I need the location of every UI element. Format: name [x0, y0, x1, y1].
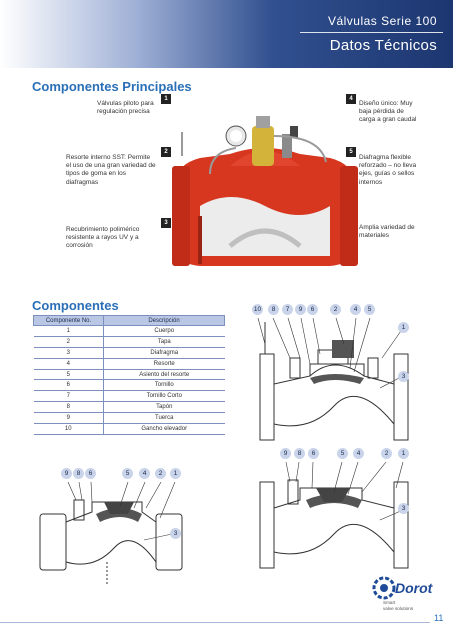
drawing-top-label: 9 — [295, 304, 306, 315]
table-cell: Resorte — [103, 358, 225, 370]
table-cell: Tapón — [103, 401, 225, 414]
table-cell: 9 — [33, 412, 104, 425]
table-cell: 7 — [33, 390, 104, 403]
drawing-bottom-right-label: 5 — [337, 448, 348, 459]
drawing-top-label: 1 — [398, 322, 409, 333]
callout-5-text: Diafragma flexible reforzado – no lleva … — [359, 154, 417, 186]
drawing-bottom-left-label: 6 — [85, 468, 96, 479]
page-number: 11 — [434, 613, 444, 623]
series-title: Válvulas Serie 100 — [327, 14, 437, 28]
drawing-top-label: 10 — [252, 304, 263, 315]
table-cell: Tornillo Corto — [103, 390, 225, 403]
drawing-bottom-left-label: 1 — [170, 468, 181, 479]
drawing-bottom-right-label: 3 — [398, 503, 409, 514]
table-cell: Tuerca — [103, 412, 225, 425]
brand-tagline-line-2: valve solutions — [383, 605, 414, 611]
callout-4-badge: 4 — [346, 94, 356, 104]
header-divider — [300, 32, 443, 33]
page-title: Datos Técnicos — [329, 37, 437, 54]
table-cell: 5 — [33, 369, 104, 381]
drawing-bottom-left-label: 4 — [139, 468, 150, 479]
table-cell: Asiento del resorte — [103, 369, 225, 381]
drawing-top-label: 3 — [398, 371, 409, 382]
table-header-row: Componente No. Descripción — [33, 315, 225, 326]
valve-cutaway-illustration — [172, 116, 358, 266]
brand-name: Dorot — [395, 580, 433, 596]
section-title-main-components: Componentes Principales — [32, 79, 192, 94]
drawing-bottom-left-label: 5 — [122, 468, 133, 479]
drawing-bottom-right-label: 9 — [280, 448, 291, 459]
valve-section-drawing-bottom-left — [39, 481, 183, 584]
table-cell: Tornillo — [103, 379, 225, 392]
section-title-components: Componentes — [32, 298, 119, 313]
callout-2-badge: 2 — [161, 147, 171, 157]
brand-tagline-line-1: Smart — [383, 600, 396, 605]
drawing-top-label: 5 — [364, 304, 375, 315]
drawing-top-label: 7 — [282, 304, 293, 315]
drawing-bottom-left-label: 3 — [170, 528, 181, 539]
callout-2-text: Resorte interno SST: Permite el uso de u… — [66, 154, 156, 186]
table-cell: 3 — [33, 347, 104, 359]
callout-4-text: Diseño único: Muy baja pérdida de carga … — [359, 100, 417, 124]
table-cell: Cuerpo — [103, 325, 225, 337]
drawing-bottom-left-label: 8 — [73, 468, 84, 479]
drawing-bottom-right-label: 1 — [398, 448, 409, 459]
drawing-top-label: 8 — [268, 304, 279, 315]
drawing-bottom-right-label: 8 — [294, 448, 305, 459]
column-header-description: Descripción — [103, 315, 225, 326]
table-cell: 4 — [33, 358, 104, 370]
brand-tagline: Smart valve solutions — [383, 600, 413, 611]
callout-5-badge: 5 — [346, 147, 356, 157]
table-cell: Diafragma — [103, 347, 225, 359]
callout-1-badge: 1 — [161, 94, 171, 104]
footer-divider — [0, 622, 430, 623]
table-cell: 1 — [33, 325, 104, 337]
drawing-bottom-right-label: 6 — [308, 448, 319, 459]
callout-6-text: Amplia variedad de materiales — [359, 224, 415, 240]
table-cell: 10 — [33, 423, 104, 435]
table-cell: 6 — [33, 379, 104, 392]
drawing-top-label: 6 — [307, 304, 318, 315]
drawing-top-label: 4 — [350, 304, 361, 315]
dorot-logo-icon — [372, 576, 396, 600]
table-cell: Tapa — [103, 336, 225, 348]
callout-3-badge: 3 — [161, 218, 171, 228]
drawing-bottom-right-label: 2 — [381, 448, 392, 459]
header-band — [0, 0, 453, 68]
table-cell: Gancho elevador — [103, 423, 225, 435]
callout-3-text: Recubrimiento polimérico resistente a ra… — [66, 226, 140, 250]
column-header-number: Componente No. — [33, 315, 104, 326]
callout-1-text: Válvulas piloto para regulación precisa — [97, 100, 154, 116]
valve-section-drawing-top — [257, 317, 409, 441]
valve-section-drawing-bottom-right — [259, 461, 409, 569]
drawing-top-label: 2 — [330, 304, 341, 315]
drawing-bottom-left-label: 2 — [155, 468, 166, 479]
table-cell: 8 — [33, 401, 104, 414]
table-cell: 2 — [33, 336, 104, 348]
drawing-bottom-left-label: 9 — [61, 468, 72, 479]
drawing-bottom-right-label: 4 — [353, 448, 364, 459]
